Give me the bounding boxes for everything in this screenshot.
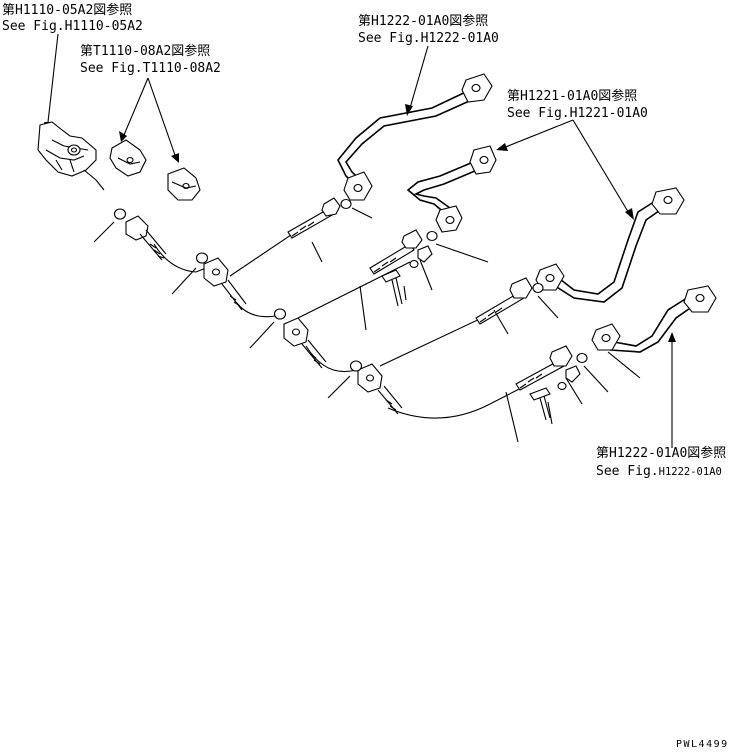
bolt-group-1: [287, 197, 352, 239]
callout-h1221-01a0: 第H1221-01A0図参照 See Fig.H1221-01A0: [507, 88, 648, 121]
callout-h1110-en: See Fig.H1110-05A2: [2, 19, 143, 34]
hose-end-3: [283, 317, 327, 369]
hose-end-2: [203, 257, 247, 311]
callout-h1222-bottom-suffix: H1222-01A0: [659, 466, 722, 478]
fitting-left: [109, 139, 147, 177]
callout-h1221-en: See Fig.H1221-01A0: [507, 106, 648, 121]
callout-h1222-bottom-jp: 第H1222-01A0図参照: [596, 445, 726, 461]
reference-leaders: [93, 207, 641, 443]
hose-end-1: [125, 215, 167, 261]
callout-h1222-bottom-prefix: See Fig.: [596, 464, 659, 479]
bolt-group-4: [515, 345, 588, 421]
callout-h1221-jp: 第H1221-01A0図参照: [507, 88, 637, 104]
bolt-group-2: [369, 229, 438, 307]
pipe-bottom-h1222: [591, 285, 717, 353]
callout-h1110-jp: 第H1110-05A2図参照: [2, 2, 132, 18]
drawing-number: PWL4499: [676, 739, 729, 750]
callout-h1222-01a0-bottom: 第H1222-01A0図参照 See Fig.H1222-01A0: [596, 445, 726, 479]
callout-h1222-01a0-top: 第H1222-01A0図参照 See Fig.H1222-01A0: [358, 13, 499, 46]
callout-t1110-jp: 第T1110-08A2図参照: [80, 43, 210, 59]
pipe-top-h1222: [337, 73, 493, 201]
callout-t1110-08a2: 第T1110-08A2図参照 See Fig.T1110-08A2: [80, 43, 221, 76]
bolt-group-3: [475, 277, 544, 325]
svg-text:See Fig.H1222-01A0: See Fig.H1222-01A0: [596, 464, 722, 479]
fitting-right: [167, 167, 201, 201]
callout-h1110-05a2: 第H1110-05A2図参照 See Fig.H1110-05A2: [2, 2, 143, 34]
o-rings: [113, 208, 363, 372]
hose-end-4: [357, 363, 403, 415]
pipe-right-h1221: [535, 187, 685, 303]
callout-h1222-top-jp: 第H1222-01A0図参照: [358, 13, 488, 29]
callout-t1110-en: See Fig.T1110-08A2: [80, 61, 221, 76]
leader-lines: [44, 33, 676, 448]
valve-block-assembly: [37, 121, 105, 191]
pipe-mid-h1221: [406, 145, 497, 233]
callout-h1222-top-en: See Fig.H1222-01A0: [358, 31, 499, 46]
